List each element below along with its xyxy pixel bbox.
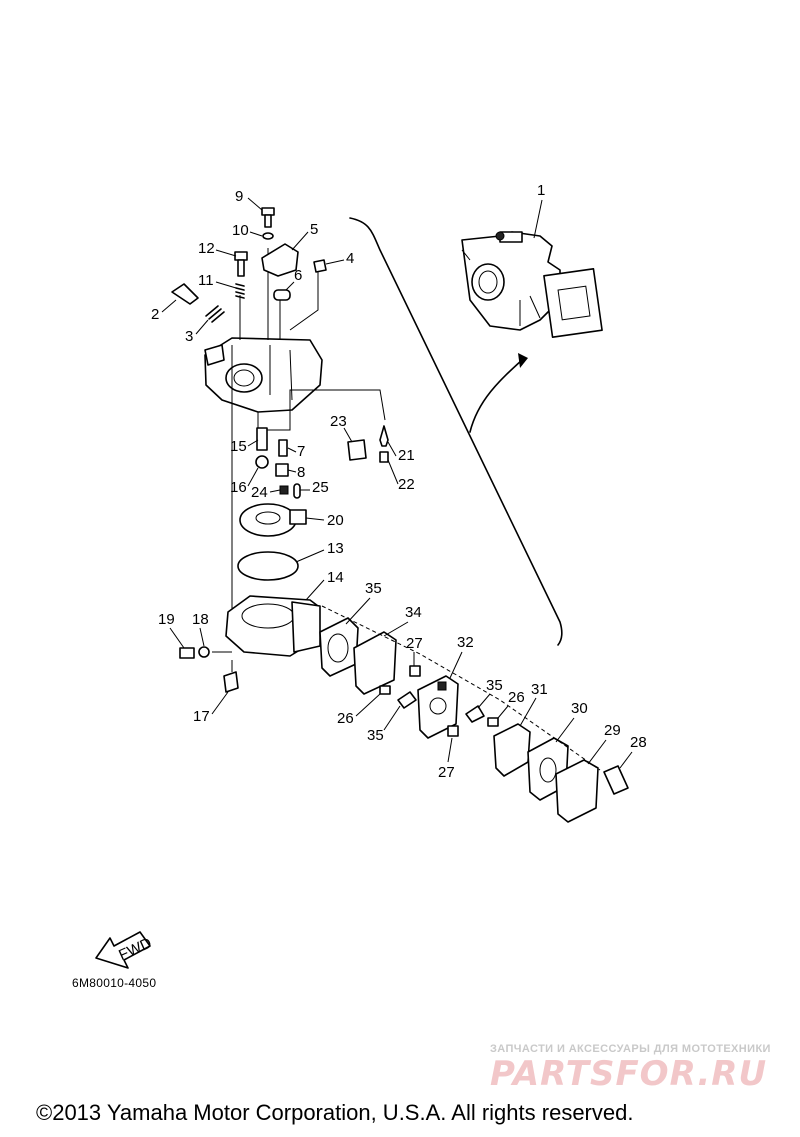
fitting-35-right: [465, 705, 485, 723]
callout-21: 21: [398, 447, 415, 464]
watermark-logo: PARTSFOR.RU: [490, 1054, 768, 1094]
screw-26-right: [487, 717, 499, 727]
screw-2: [171, 283, 199, 305]
callout-28: 28: [630, 734, 647, 751]
callout-7: 7: [297, 443, 305, 460]
fitting-35-left: [397, 691, 417, 709]
callout-10: 10: [232, 222, 249, 239]
callout-24: 24: [251, 484, 268, 501]
jet-15: [256, 427, 268, 451]
watermark-tagline: ЗАПЧАСТИ И АКСЕССУАРЫ ДЛЯ МОТОТЕХНИКИ: [490, 1043, 771, 1055]
cap-4: [313, 259, 327, 273]
washer-18: [198, 646, 210, 658]
callout-2: 2: [151, 306, 159, 323]
assembly-bracket-line: [349, 217, 563, 646]
carburetor-assembly: [461, 231, 603, 338]
callout-34: 35: [365, 580, 382, 597]
callout-17: 17: [193, 708, 210, 725]
cover-5: [261, 243, 299, 277]
plate-23: [347, 439, 367, 461]
callout-27: 27: [406, 635, 423, 652]
callout-19: 19: [158, 611, 175, 628]
callout-4: 4: [346, 250, 354, 267]
nut-27-lower: [447, 725, 459, 737]
fwd-label: FWD: [116, 935, 154, 964]
callout-20: 20: [327, 512, 344, 529]
part-6: [273, 289, 291, 301]
spring-11: [235, 283, 245, 299]
drain-screw-17: [223, 671, 239, 693]
jet-8: [275, 463, 289, 477]
diagram-code: 6M80010-4050: [72, 976, 157, 990]
float-20: [239, 503, 307, 537]
nut-27: [409, 665, 421, 677]
pump-alignment-line: [321, 605, 601, 771]
callout-13: 13: [327, 540, 344, 557]
callout-26-right: 26: [508, 689, 525, 706]
callout-25: 25: [312, 479, 329, 496]
callout-30: 30: [571, 700, 588, 717]
screw-28: [603, 765, 629, 795]
callout-35-top: 35: [486, 677, 503, 694]
plate-33: [353, 631, 397, 695]
copyright-notice: ©2013 Yamaha Motor Corporation, U.S.A. A…: [36, 1100, 634, 1125]
needle-valve-21: [379, 425, 389, 447]
screw-24: [279, 485, 289, 495]
washer-10: [262, 232, 274, 240]
callout-16: 16: [230, 479, 247, 496]
callout-18: 18: [192, 611, 209, 628]
callout-33: 34: [405, 604, 422, 621]
carburetor-body: [204, 337, 323, 413]
jet-16: [255, 455, 269, 469]
seat-22: [379, 451, 389, 463]
gasket-34: [319, 617, 359, 677]
callout-3: 3: [185, 328, 193, 345]
callout-11: 11: [198, 272, 214, 289]
screw-12: [234, 251, 248, 277]
callout-22: 22: [398, 476, 415, 493]
callout-31: 31: [531, 681, 548, 698]
dash-line-17: [212, 651, 233, 672]
callout-26-left: 26: [337, 710, 354, 727]
pin-25: [293, 483, 301, 499]
diaphragm-31: [493, 723, 531, 777]
gasket-13: [237, 551, 299, 581]
callout-6: 6: [294, 267, 302, 284]
callout-5: 5: [310, 221, 318, 238]
screw-9: [261, 207, 275, 228]
screw-26-left: [379, 685, 391, 695]
assembly-arrow: [469, 359, 523, 433]
callout-23: 23: [330, 413, 347, 430]
float-bowl-14: [225, 595, 321, 657]
screw-19: [179, 647, 195, 659]
spring-3: [205, 305, 225, 323]
callout-9: 9: [235, 188, 243, 205]
callout-12: 12: [198, 240, 215, 257]
cover-29: [555, 759, 599, 823]
callout-1: 1: [537, 182, 545, 199]
callout-27-lower: 27: [438, 764, 455, 781]
callout-15: 15: [230, 438, 247, 455]
callout-32: 32: [457, 634, 474, 651]
callout-29: 29: [604, 722, 621, 739]
callout-35-left: 35: [367, 727, 384, 744]
jet-7: [278, 439, 288, 457]
fuel-pump-32: [417, 675, 459, 739]
assembly-arrowhead: [518, 353, 528, 368]
callout-labels: 1 9 10 5 12 4 6 11 2 3 23 21 22 15 7 8 1…: [151, 182, 647, 781]
callout-14: 14: [327, 569, 344, 586]
callout-8: 8: [297, 464, 305, 481]
alignment-lines: [231, 248, 386, 640]
fwd-arrow-icon: FWD: [95, 931, 154, 969]
